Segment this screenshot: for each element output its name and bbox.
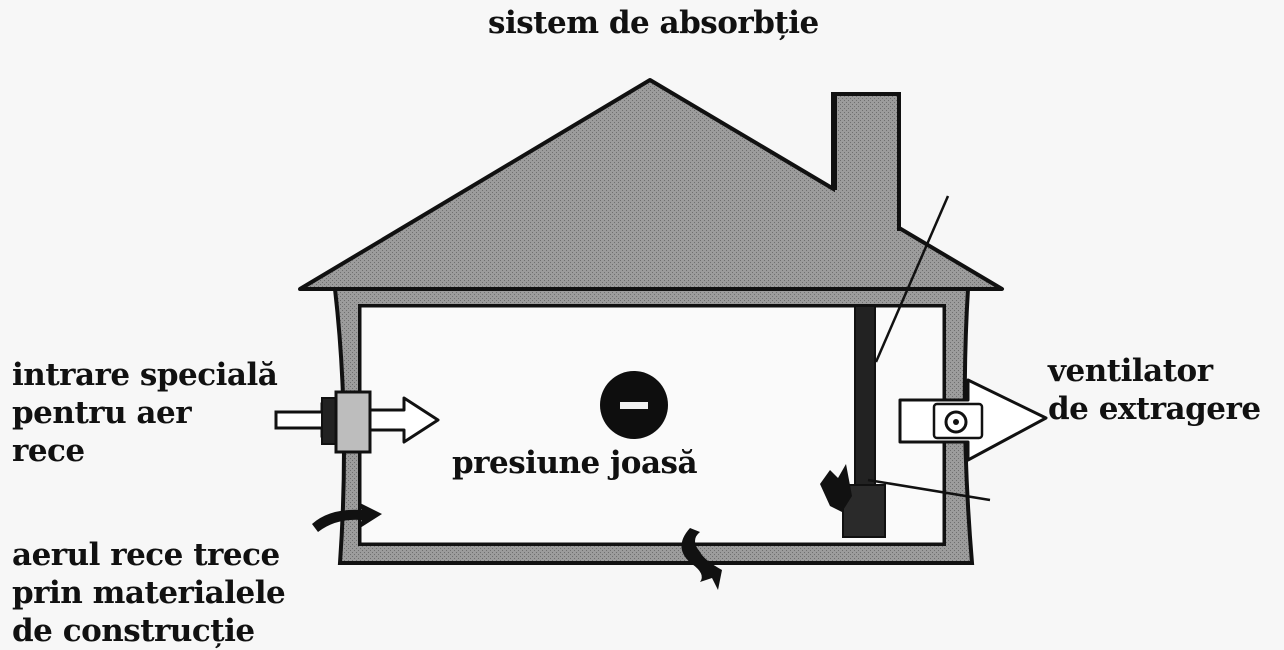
infiltration-label-line-2: prin materialele [12,575,286,611]
inlet-label: intrare specială pentru aer rece [12,356,278,470]
infiltration-label: aerul rece trece prin materialele de con… [12,536,286,650]
minus-sign [620,402,648,409]
inlet-collar [334,390,372,454]
arrow-right-icon [368,396,440,444]
inlet-grille [321,397,337,445]
fan-label: ventilator de extragere [1048,352,1261,428]
chimney-flue [854,305,876,502]
fan-icon [932,402,984,440]
infiltration-label-line-1: aerul rece trece [12,537,280,573]
center-pressure-label: presiune joasă [452,445,698,481]
fan-label-line-2: de extragere [1048,391,1261,427]
inlet-label-line-2: pentru aer [12,395,192,431]
inlet-label-line-1: intrare specială [12,357,278,393]
infiltration-arrow-wall [312,502,382,532]
chimney-face [835,96,897,231]
diagram-title: sistem de absorbție [488,5,819,41]
fan-label-line-1: ventilator [1048,353,1213,389]
stove-pointer-line [867,478,991,502]
absorption-pointer-line [874,195,950,363]
infiltration-label-line-3: de construcție [12,613,255,649]
infiltration-arrow-floor [681,528,722,590]
inlet-label-line-3: rece [12,433,85,469]
flame-icon [820,464,852,512]
